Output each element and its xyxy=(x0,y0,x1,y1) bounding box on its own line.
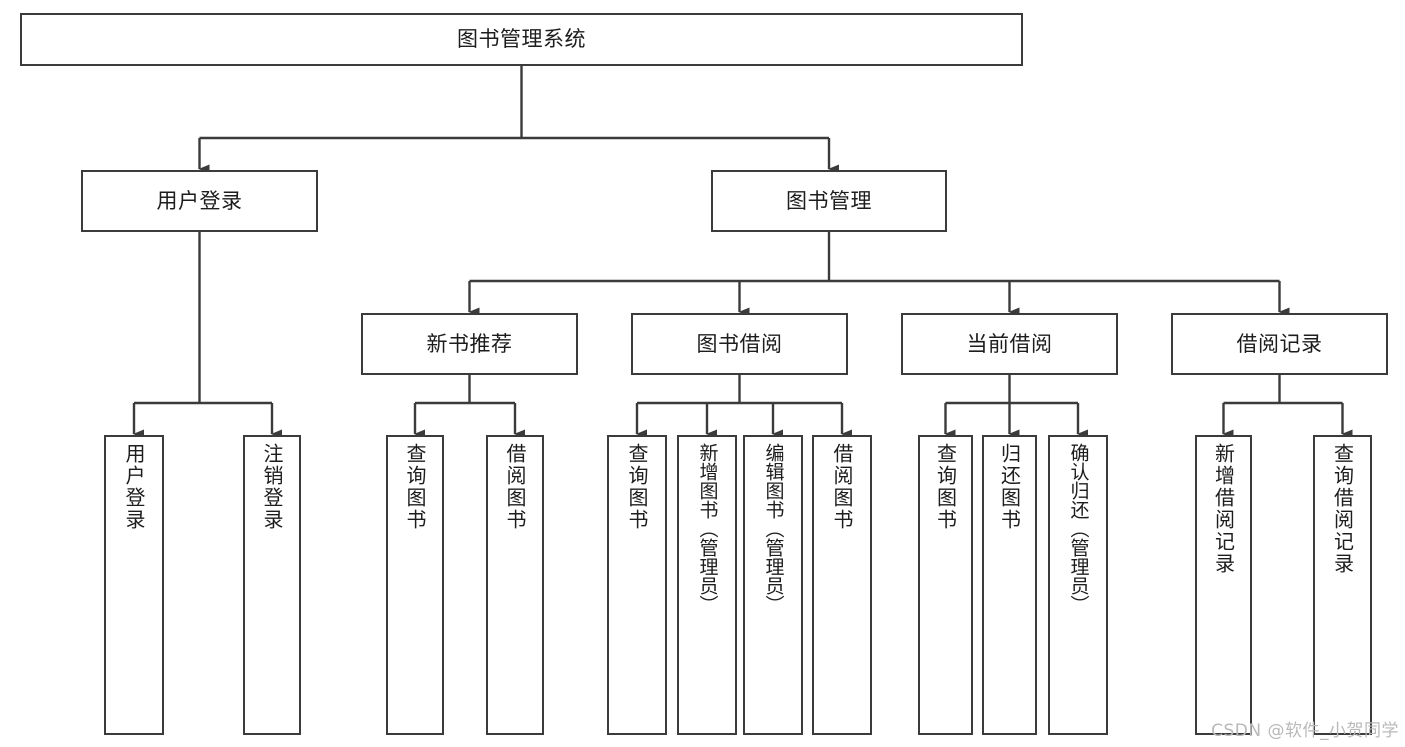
node-label: 查询借阅记录 xyxy=(1330,443,1355,575)
node-leaf_6[interactable]: 编辑图书（管理员） xyxy=(743,435,803,735)
node-leaf_11[interactable]: 新增借阅记录 xyxy=(1195,435,1252,735)
node-label: 查询图书 xyxy=(933,443,958,531)
node-label: 图书管理系统 xyxy=(457,27,586,52)
watermark-label: CSDN @软件_小贺同学 xyxy=(1211,721,1399,741)
node-label: 新增图书（管理员） xyxy=(696,443,719,614)
node-l3_1[interactable]: 图书借阅 xyxy=(631,313,848,375)
node-leaf_8[interactable]: 查询图书 xyxy=(918,435,973,735)
node-leaf_12[interactable]: 查询借阅记录 xyxy=(1313,435,1372,735)
node-l3_0[interactable]: 新书推荐 xyxy=(361,313,578,375)
node-label: 查询图书 xyxy=(403,443,427,531)
node-l3_3[interactable]: 借阅记录 xyxy=(1171,313,1388,375)
node-leaf_0[interactable]: 用户登录 xyxy=(104,435,164,735)
node-l2_0[interactable]: 用户登录 xyxy=(81,170,318,232)
node-root[interactable]: 图书管理系统 xyxy=(20,13,1023,66)
node-label: 确认归还（管理员） xyxy=(1067,443,1090,614)
node-leaf_4[interactable]: 查询图书 xyxy=(607,435,667,735)
node-label: 借阅图书 xyxy=(830,443,854,531)
node-leaf_7[interactable]: 借阅图书 xyxy=(812,435,872,735)
node-l3_2[interactable]: 当前借阅 xyxy=(901,313,1118,375)
node-label: 用户登录 xyxy=(156,188,243,213)
node-leaf_5[interactable]: 新增图书（管理员） xyxy=(677,435,737,735)
node-label: 当前借阅 xyxy=(966,331,1053,356)
node-label: 用户登录 xyxy=(122,443,146,531)
node-label: 新增借阅记录 xyxy=(1211,443,1236,575)
node-label: 图书管理 xyxy=(786,188,872,213)
node-label: 新书推荐 xyxy=(426,331,513,356)
node-label: 查询图书 xyxy=(625,443,649,531)
node-label: 编辑图书（管理员） xyxy=(762,443,785,614)
node-leaf_10[interactable]: 确认归还（管理员） xyxy=(1048,435,1108,735)
node-leaf_9[interactable]: 归还图书 xyxy=(982,435,1037,735)
node-label: 借阅记录 xyxy=(1236,331,1323,356)
node-leaf_1[interactable]: 注销登录 xyxy=(243,435,301,735)
node-leaf_2[interactable]: 查询图书 xyxy=(386,435,444,735)
node-label: 归还图书 xyxy=(997,443,1022,531)
node-label: 图书借阅 xyxy=(696,331,783,356)
node-leaf_3[interactable]: 借阅图书 xyxy=(486,435,544,735)
node-l2_1[interactable]: 图书管理 xyxy=(711,170,947,232)
node-label: 借阅图书 xyxy=(503,443,527,531)
node-label: 注销登录 xyxy=(260,443,284,531)
